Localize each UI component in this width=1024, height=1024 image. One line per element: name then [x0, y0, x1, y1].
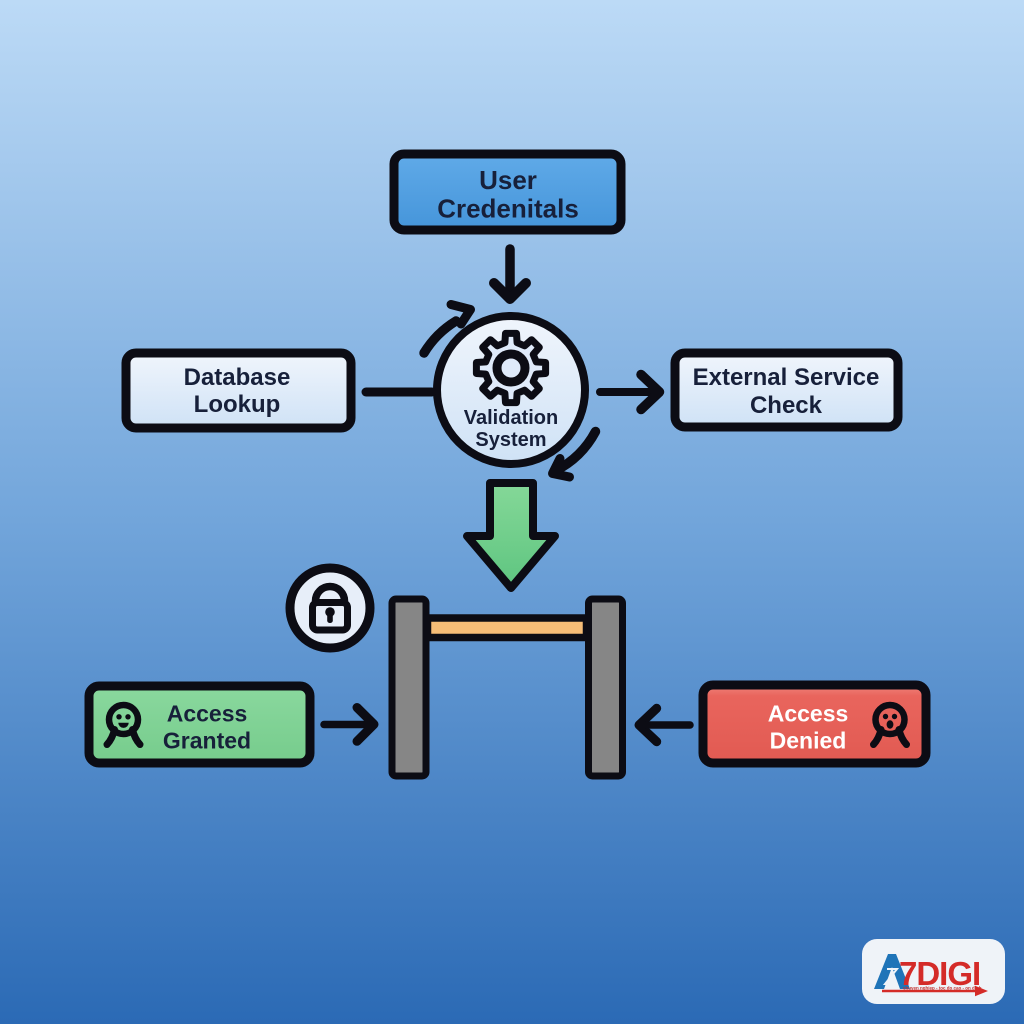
svg-text:Credenitals: Credenitals — [437, 194, 579, 224]
svg-text:7DIGI: 7DIGI — [899, 955, 980, 992]
svg-text:User: User — [479, 165, 537, 195]
svg-text:Access: Access — [167, 701, 248, 727]
svg-text:Lookup: Lookup — [194, 391, 281, 418]
svg-text:chuyen nghiep - toc do cao - o: chuyen nghiep - toc do cao - on dinh — [903, 986, 982, 991]
svg-text:Database: Database — [184, 364, 291, 391]
svg-text:Check: Check — [750, 392, 823, 419]
svg-text:Access: Access — [768, 701, 849, 727]
svg-text:System: System — [475, 429, 546, 451]
svg-text:Denied: Denied — [770, 728, 847, 754]
svg-text:Validation: Validation — [464, 407, 558, 429]
svg-text:Granted: Granted — [163, 728, 251, 754]
svg-text:External Service: External Service — [693, 364, 880, 391]
